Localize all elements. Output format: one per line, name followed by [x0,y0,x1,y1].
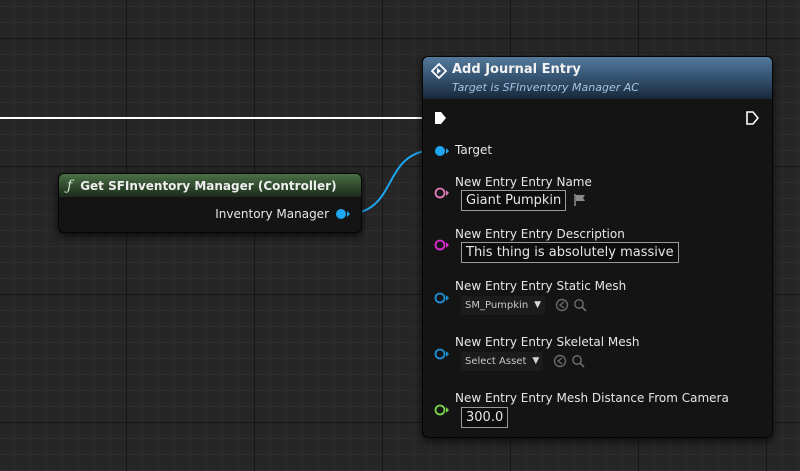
add-node-subtitle: Target is SFInventory Manager AC [452,81,639,94]
exec-input-pin[interactable] [433,111,447,125]
get-node-header[interactable]: ƒ Get SFInventory Manager (Controller) [59,174,361,197]
get-inventory-manager-node[interactable]: ƒ Get SFInventory Manager (Controller) I… [58,173,362,233]
mesh-distance-field[interactable]: 300.0 [461,407,509,428]
function-f-icon: ƒ [67,177,73,194]
skeletal-mesh-pin[interactable] [434,348,450,360]
skeletal-mesh-value: Select Asset [465,356,527,367]
skeletal-mesh-asset-dropdown[interactable]: Select Asset ▼ [461,352,544,371]
inventory-manager-output-pin[interactable] [335,208,351,220]
exec-output-pin[interactable] [745,111,759,125]
chevron-down-icon: ▼ [534,300,542,310]
entry-name-field[interactable]: Giant Pumpkin [461,190,567,211]
entry-description-field[interactable]: This thing is absolutely massive [461,242,679,263]
localization-flag-icon[interactable] [573,193,587,207]
target-pin[interactable] [434,145,450,157]
chevron-down-icon: ▼ [532,356,540,366]
static-mesh-value: SM_Pumpkin [465,300,529,311]
static-mesh-pin[interactable] [434,292,450,304]
inventory-manager-output-label: Inventory Manager [215,207,329,221]
function-diamond-icon [431,63,447,79]
add-node-header[interactable]: Add Journal Entry Target is SFInventory … [423,57,772,99]
entry-name-pin[interactable] [434,187,450,199]
mesh-distance-label: New Entry Entry Mesh Distance From Camer… [455,391,729,405]
target-label: Target [455,143,493,157]
get-node-title: Get SFInventory Manager (Controller) [80,178,337,193]
static-mesh-label: New Entry Entry Static Mesh [455,279,627,293]
use-selected-asset-icon[interactable] [553,354,567,368]
add-journal-entry-node[interactable]: Add Journal Entry Target is SFInventory … [422,56,773,438]
browse-asset-search-icon[interactable] [573,298,587,312]
use-selected-asset-icon[interactable] [555,298,569,312]
mesh-distance-pin[interactable] [434,404,450,416]
entry-name-label: New Entry Entry Name [455,175,592,189]
static-mesh-asset-dropdown[interactable]: SM_Pumpkin ▼ [461,296,546,315]
browse-asset-search-icon[interactable] [571,354,585,368]
inventory-manager-output-row: Inventory Manager [215,207,351,221]
add-node-title: Add Journal Entry [452,62,581,77]
skeletal-mesh-label: New Entry Entry Skeletal Mesh [455,335,640,349]
entry-description-pin[interactable] [434,239,450,251]
entry-description-label: New Entry Entry Description [455,227,625,241]
